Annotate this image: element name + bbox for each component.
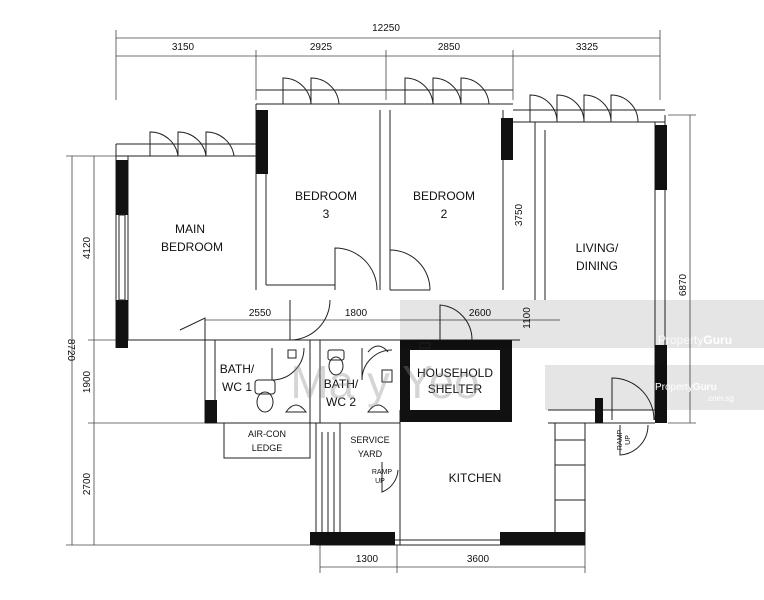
main-bedroom-line1: MAIN <box>175 222 205 236</box>
bath2-line2: WC 2 <box>326 395 356 409</box>
bath1-line2: WC 1 <box>222 380 252 394</box>
dim-bottom-1: 1300 <box>356 554 379 565</box>
bath2-line1: BATH/ <box>324 377 359 391</box>
room-labels: MAIN BEDROOM BEDROOM 3 BEDROOM 2 LIVING/… <box>161 189 632 485</box>
dim-inner-2: 1100 <box>522 307 533 329</box>
watermark-brand-bottom: PropertyGuru <box>655 382 717 393</box>
ramp-line1: RAMP <box>372 469 393 476</box>
living-line2: DINING <box>576 259 618 273</box>
dim-mid-2: 1800 <box>345 308 368 319</box>
aircon-line1: AIR-CON <box>248 429 286 439</box>
dim-mid-1: 2550 <box>249 308 272 319</box>
watermark-domain: .com.sg <box>706 394 734 403</box>
watermark-agent-name: Ma y Yeo <box>290 356 479 408</box>
dim-left-2: 1900 <box>82 370 93 393</box>
shelter-line2: SHELTER <box>428 382 483 396</box>
watermark: Ma y Yeo PropertyGuru PropertyGuru .com.… <box>290 300 764 410</box>
solid-walls <box>116 110 667 545</box>
fixtures <box>254 342 431 413</box>
shelter-line1: HOUSEHOLD <box>417 366 493 380</box>
dim-right-total: 6870 <box>678 273 689 296</box>
dim-top-4: 3325 <box>576 42 599 53</box>
bath1-line1: BATH/ <box>220 362 255 376</box>
main-bedroom-line2: BEDROOM <box>161 240 223 254</box>
bedroom3-line1: BEDROOM <box>295 189 357 203</box>
dim-left-1: 4120 <box>82 236 93 259</box>
bedroom2-line2: 2 <box>441 207 448 221</box>
dimension-lines <box>66 30 696 573</box>
living-line1: LIVING/ <box>576 241 619 255</box>
entry-ramp-line2: UP <box>625 435 632 445</box>
windows <box>118 77 639 301</box>
watermark-brand-top: PropertyGuru <box>658 333 732 347</box>
dim-overall: 12250 <box>372 23 400 34</box>
dim-top-2: 2925 <box>310 42 333 53</box>
service-line2: YARD <box>358 449 383 459</box>
bedroom2-line1: BEDROOM <box>413 189 475 203</box>
bedroom3-line2: 3 <box>323 207 330 221</box>
service-line1: SERVICE <box>350 435 389 445</box>
dim-top-1: 3150 <box>172 42 195 53</box>
dim-inner-1: 3750 <box>514 203 525 226</box>
dim-top-3: 2850 <box>438 42 461 53</box>
dim-mid-3: 2600 <box>469 308 492 319</box>
dim-left-3: 2700 <box>82 472 93 495</box>
kitchen-label: KITCHEN <box>449 471 502 485</box>
entry-ramp-line1: RAMP <box>617 430 624 451</box>
dim-bottom-2: 3600 <box>467 554 490 565</box>
dim-left-total: 8720 <box>65 339 76 362</box>
dimension-labels: 12250 3150 2925 2850 3325 2550 1800 2600… <box>65 23 689 565</box>
aircon-line2: LEDGE <box>252 443 283 453</box>
ramp-line2: UP <box>375 478 385 485</box>
